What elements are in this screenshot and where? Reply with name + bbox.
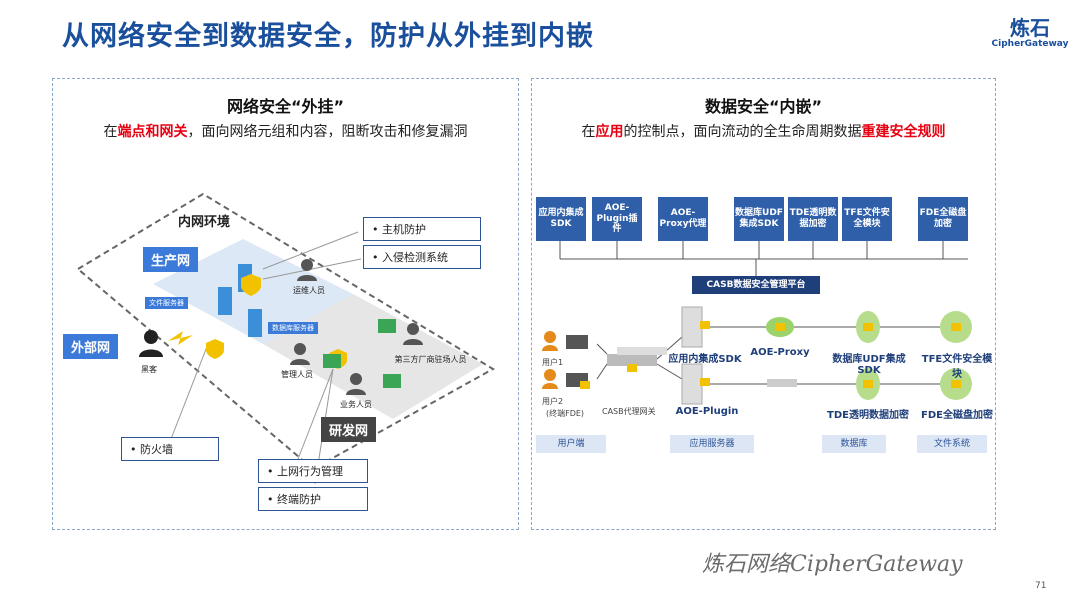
user2-note: (终端FDE) [546, 409, 585, 418]
app-server-tag: 应用服务器 [670, 435, 754, 453]
brand-logo: 炼石 CipherGateway [990, 12, 1070, 49]
dev-net-tag: 研发网 [321, 417, 377, 442]
endpoint-protection-box: • 终端防护 [258, 487, 368, 511]
user2-icon [544, 369, 556, 381]
laptop-icon [323, 354, 341, 368]
lock-icon [627, 364, 637, 372]
connector [262, 258, 362, 280]
connector-icon [767, 379, 797, 387]
right-panel-subtitle: 在应用的控制点，面向流动的全生命周期数据重建安全规则 [581, 124, 946, 140]
data-security-panel: 数据安全“内嵌” 在应用的控制点，面向流动的全生命周期数据重建安全规则 [531, 78, 996, 530]
component-app-sdk: 应用内集成SDK [536, 197, 586, 241]
attack-bolt-icon [168, 331, 193, 345]
tde-node-label: TDE透明数据加密 [827, 410, 909, 421]
dev-zone [263, 294, 483, 419]
component-db-udf: 数据库UDF集成SDK [734, 197, 784, 241]
user1-icon [544, 331, 556, 343]
lock-icon [775, 323, 785, 331]
component-aoe-proxy: AOE-Proxy代理 [658, 197, 708, 241]
business-label: 业务人员 [340, 400, 372, 409]
lock-icon [863, 380, 873, 388]
gateway-device-icon [607, 354, 657, 366]
app-server-icon [681, 306, 703, 348]
prod-net-tag: 生产网 [143, 247, 199, 272]
logo-en: CipherGateway [991, 39, 1069, 49]
lock-icon [951, 380, 961, 388]
hacker-label: 黑客 [141, 365, 157, 374]
lock-icon [700, 321, 710, 329]
database-tag: 数据库 [822, 435, 886, 453]
watermark: 炼石网络CipherGateway [702, 552, 963, 577]
aoe-proxy-node-label: AOE-Proxy [750, 347, 810, 358]
logo-cn: 炼石 [1010, 16, 1050, 40]
component-fde: FDE全磁盘加密 [918, 197, 968, 241]
user1-label: 用户1 [542, 358, 564, 367]
component-tfe: TFE文件安全模块 [842, 197, 892, 241]
lock-icon [951, 323, 961, 331]
third-party-label: 第三方厂商驻场人员 [394, 355, 467, 364]
user2-label: 用户2 [542, 397, 564, 406]
firewall-box: • 防火墙 [121, 437, 219, 461]
manager-label: 管理人员 [281, 370, 313, 379]
file-server-label: 文件服务器 [145, 297, 188, 309]
firewall-shield-icon [206, 339, 224, 359]
connector [297, 368, 334, 460]
lock-icon [700, 378, 710, 386]
db-server-label: 数据库服务器 [268, 322, 318, 334]
pc-icon [566, 335, 588, 349]
page-title: 从网络安全到数据安全，防护从外挂到内嵌 [62, 21, 594, 52]
component-aoe-plugin: AOE-Plugin插件 [592, 197, 642, 241]
lock-icon [863, 323, 873, 331]
fde-node-label: FDE全磁盘加密 [921, 410, 993, 421]
network-diagram [76, 192, 495, 485]
inner-network-boundary [76, 192, 495, 471]
tfe-node-label: TFE文件安全模块 [921, 354, 993, 380]
user-side-tag: 用户端 [536, 435, 606, 453]
component-tde: TDE透明数据加密 [788, 197, 838, 241]
web-behavior-box: • 上网行为管理 [258, 459, 368, 483]
aoe-plugin-node-label: AOE-Plugin [675, 406, 739, 417]
left-panel-subtitle: 在端点和网关，面向网络元组和内容，阻断攻击和修复漏洞 [103, 124, 468, 140]
connector [170, 343, 209, 440]
shield-icon [241, 274, 261, 296]
inner-env-label: 内网环境 [178, 215, 231, 230]
manager-person-icon [294, 343, 306, 355]
third-party-person-icon [407, 323, 419, 335]
laptop-icon [383, 374, 401, 388]
laptop-icon [378, 319, 396, 333]
business-person-icon [350, 373, 362, 385]
db-server-icon [248, 309, 262, 337]
file-server-icon [218, 287, 232, 315]
lock-icon [580, 381, 590, 389]
hacker-icon [144, 330, 158, 344]
app-sdk-node-label: 应用内集成SDK [668, 354, 742, 365]
ids-box: • 入侵检测系统 [363, 245, 481, 269]
ext-net-tag: 外部网 [63, 334, 119, 359]
data-flow-diagram [542, 241, 972, 405]
ops-label: 运维人员 [293, 286, 325, 295]
casb-platform: CASB数据安全管理平台 [692, 276, 820, 294]
page-number: 71 [1035, 581, 1047, 591]
host-protection-box: • 主机防护 [363, 217, 481, 241]
left-panel-title: 网络安全“外挂” [226, 97, 345, 116]
network-security-panel: 网络安全“外挂” 在端点和网关，面向网络元组和内容，阻断攻击和修复漏洞 内网 [52, 78, 519, 530]
right-panel-title: 数据安全“内嵌” [704, 97, 823, 116]
plugin-server-icon [681, 363, 703, 405]
connector [262, 231, 359, 270]
ops-person-icon [301, 259, 313, 271]
casb-gateway-label: CASB代理网关 [602, 407, 656, 416]
db-udf-node-label: 数据库UDF集成SDK [832, 354, 906, 376]
filesystem-tag: 文件系统 [917, 435, 987, 453]
